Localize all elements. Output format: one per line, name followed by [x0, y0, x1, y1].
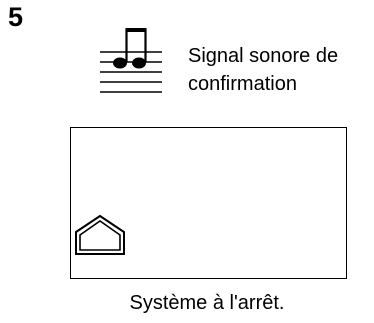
musical-note-icon [100, 28, 162, 93]
step-number: 5 [8, 2, 24, 32]
caption-line-1: Signal sonore de [188, 45, 339, 67]
display-screen [70, 127, 347, 279]
home-icon [75, 214, 125, 255]
note-caption: Signal sonore de confirmation [188, 42, 338, 98]
status-text: Système à l'arrêt. [129, 292, 285, 314]
caption-line-2: confirmation [188, 73, 297, 95]
